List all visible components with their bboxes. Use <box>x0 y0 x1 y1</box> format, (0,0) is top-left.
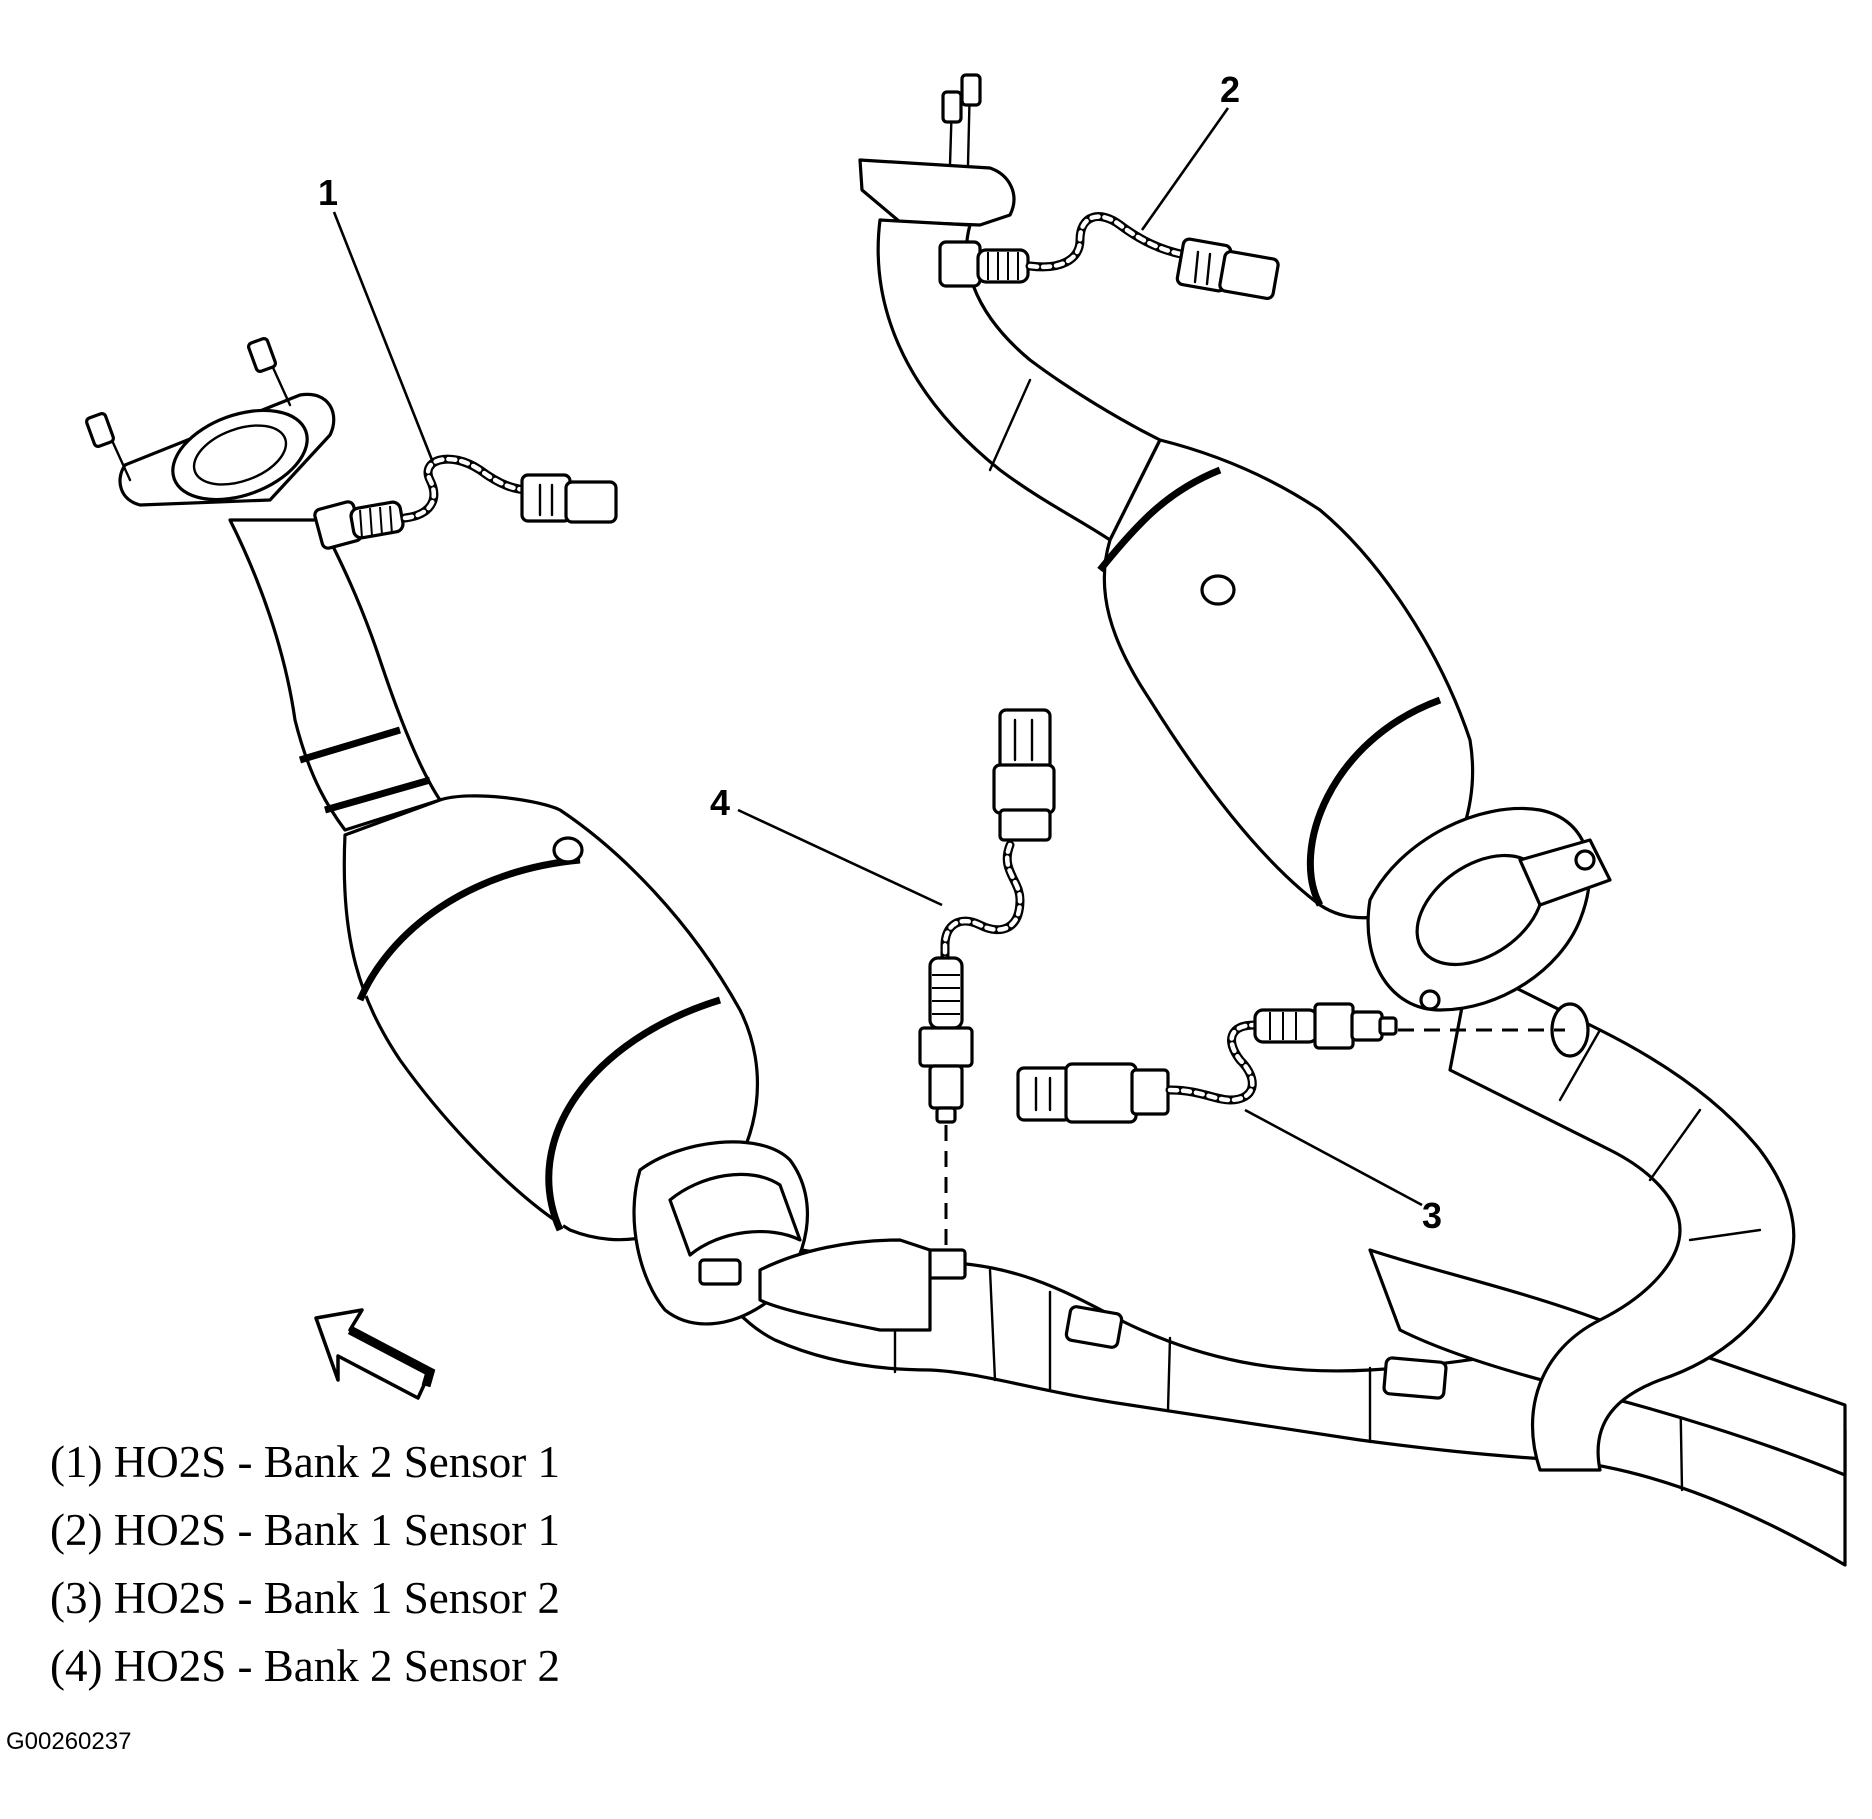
sensor-1-assembly <box>313 454 618 550</box>
oxygen-sensor-icon <box>313 500 405 550</box>
hanger-bracket <box>1064 1305 1124 1349</box>
legend-item-1: (1) HO2S - Bank 2 Sensor 1 <box>50 1437 560 1487</box>
sensor-4-assembly <box>918 708 1056 1248</box>
electrical-connector-icon <box>1175 237 1280 301</box>
callout-3: 3 <box>1422 1195 1442 1236</box>
figure-code: G00260237 <box>6 1728 132 1755</box>
bank1-catalytic-converter <box>858 73 1612 1012</box>
hanger-bracket <box>1382 1356 1448 1400</box>
sensor-legend: (1) HO2S - Bank 2 Sensor 1 (2) HO2S - Ba… <box>50 1428 560 1700</box>
forward-arrow-icon <box>314 1308 436 1400</box>
legend-item-3: (3) HO2S - Bank 1 Sensor 2 <box>50 1573 560 1623</box>
callout-4: 4 <box>710 782 730 823</box>
legend-item-4: (4) HO2S - Bank 2 Sensor 2 <box>50 1641 560 1691</box>
callout-leaders <box>332 107 1423 1207</box>
electrical-connector-icon <box>1016 1062 1170 1124</box>
callout-1: 1 <box>318 172 338 213</box>
sensor-2-assembly <box>938 212 1280 301</box>
right-downpipe <box>1448 963 1796 1472</box>
electrical-connector-icon <box>992 708 1056 842</box>
oxygen-sensor-icon <box>918 956 974 1124</box>
manifold-flange <box>858 158 1016 227</box>
sensor-port <box>1550 1002 1590 1058</box>
electrical-connector-icon <box>520 473 618 524</box>
legend-item-2: (2) HO2S - Bank 1 Sensor 1 <box>50 1505 560 1555</box>
oxygen-sensor-icon <box>938 240 1030 288</box>
sensor-3-assembly <box>1016 1002 1565 1124</box>
bank2-catalytic-converter <box>84 337 932 1332</box>
oxygen-sensor-icon <box>1253 1002 1398 1050</box>
callout-2: 2 <box>1220 69 1240 110</box>
